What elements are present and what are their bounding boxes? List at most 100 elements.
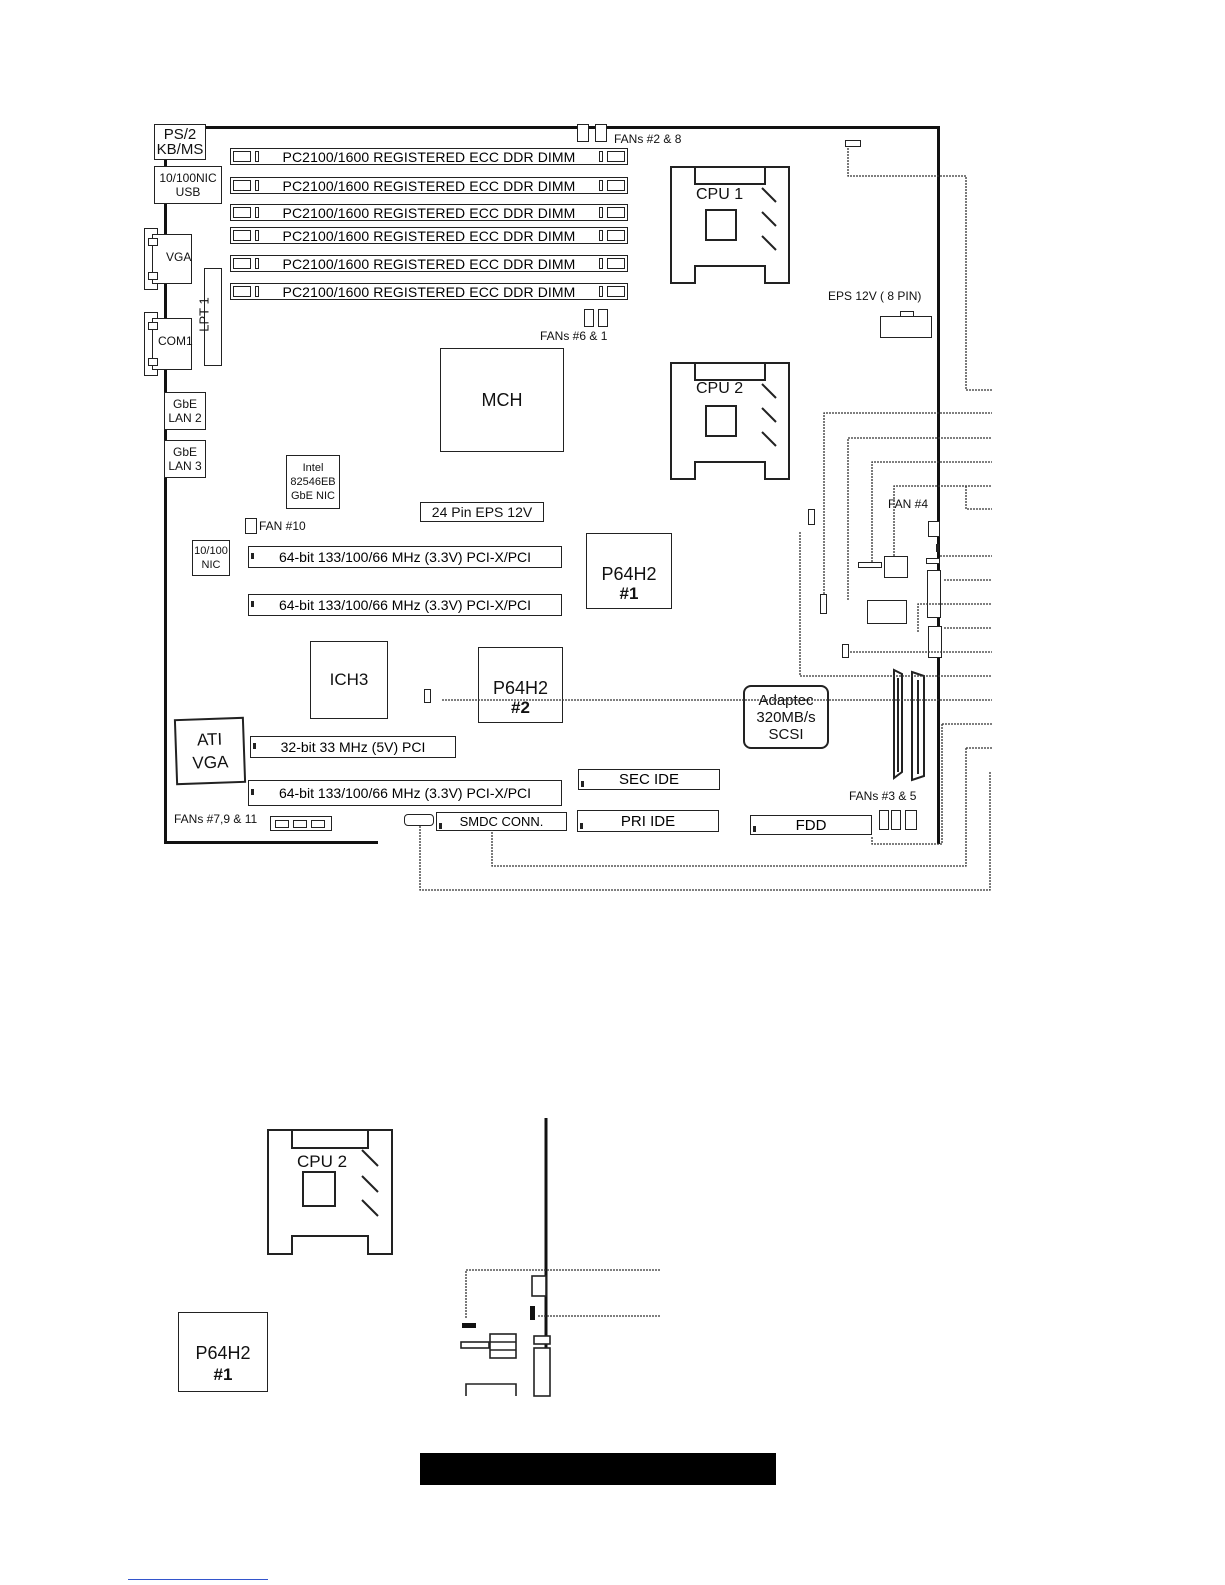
p64h2-1-chip: P64H2 #1	[586, 533, 672, 609]
vga-port-label: VGA	[166, 250, 192, 264]
intel-82546eb-nic: Intel 82546EB GbE NIC	[286, 455, 340, 509]
pcix-slot-label: 64-bit 133/100/66 MHz (3.3V) PCI-X/PCI	[278, 597, 532, 613]
dimm-slot-2: PC2100/1600 REGISTERED ECC DDR DIMM	[230, 177, 628, 194]
fan4-pin	[936, 544, 939, 552]
pcix-slot-label: 64-bit 133/100/66 MHz (3.3V) PCI-X/PCI	[278, 549, 532, 565]
smdc-label: SMDC CONN.	[459, 814, 544, 829]
top-right-header	[845, 140, 861, 147]
pcix-slot-1: 64-bit 133/100/66 MHz (3.3V) PCI-X/PCI	[248, 546, 562, 568]
cpu1-label: CPU 1	[696, 186, 744, 203]
small-jumper-1	[808, 509, 815, 525]
fan3-header	[879, 810, 889, 830]
fdd-connector: FDD	[750, 815, 872, 835]
footer-rule	[128, 1579, 268, 1580]
fan1-header	[598, 309, 608, 327]
gbe-lan3-port: GbE LAN 3	[164, 440, 206, 478]
small-jumper-3	[842, 644, 849, 658]
pci32-slot: 32-bit 33 MHz (5V) PCI	[250, 736, 456, 758]
eps-8pin-label: EPS 12V ( 8 PIN)	[828, 289, 922, 303]
lpt1-port: LPT 1	[197, 268, 222, 366]
ich3-chip: ICH3	[310, 641, 388, 719]
jumper-near-p64h2-2	[424, 689, 431, 703]
detail-leader-lines	[465, 1269, 660, 1318]
nic-10-100-chip: 10/100 NIC	[192, 540, 230, 576]
small-header-right	[926, 558, 940, 564]
pri-ide-connector: PRI IDE	[577, 810, 719, 832]
vertical-header	[927, 570, 941, 618]
cpu2-label: CPU 2	[696, 380, 744, 397]
detail-dark-marks	[462, 1306, 535, 1328]
fan4-header	[928, 521, 940, 537]
detail-cpu2-socket	[267, 1129, 393, 1255]
dimm-label: PC2100/1600 REGISTERED ECC DDR DIMM	[282, 148, 576, 165]
sec-ide-label: SEC IDE	[618, 771, 679, 788]
p64h2-2-name: P64H2	[492, 678, 549, 698]
smdc-connector: SMDC CONN.	[436, 812, 567, 831]
cpu1-socket: CPU 1	[670, 166, 790, 284]
pci32-slot-label: 32-bit 33 MHz (5V) PCI	[280, 739, 426, 755]
motherboard-bottom-edge	[164, 841, 378, 844]
scsi-connectors	[893, 668, 925, 782]
dimm-slot-5: PC2100/1600 REGISTERED ECC DDR DIMM	[230, 255, 628, 272]
pri-ide-label: PRI IDE	[620, 812, 676, 830]
dimm-slot-6: PC2100/1600 REGISTERED ECC DDR DIMM	[230, 283, 628, 300]
detail-components	[460, 1275, 551, 1397]
dual-vertical-header	[928, 626, 942, 658]
vga-port: VGA	[144, 228, 196, 290]
fans-2-8-label: FANs #2 & 8	[614, 132, 682, 146]
com1-port-label: COM1	[158, 334, 193, 348]
detail-p64h2-name: P64H2	[195, 1343, 251, 1363]
battery-chip	[867, 600, 907, 624]
cpu2-socket-shape	[670, 362, 790, 480]
detail-p64h2-number: #1	[213, 1365, 233, 1384]
fans-7-9-11-headers	[270, 816, 332, 831]
fan4-label: FAN #4	[888, 497, 929, 511]
dimm-label: PC2100/1600 REGISTERED ECC DDR DIMM	[282, 204, 576, 221]
fan10-label: FAN #10	[259, 519, 306, 533]
p64h2-2-chip: P64H2 #2	[478, 647, 563, 723]
dimm-slot-1: PC2100/1600 REGISTERED ECC DDR DIMM	[230, 148, 628, 165]
eps-8pin-latch	[900, 311, 914, 317]
fans-6-1-label: FANs #6 & 1	[540, 329, 608, 343]
detail-cpu2-label: CPU 2	[297, 1152, 348, 1171]
ps2-kb-ms-port: PS/2 KB/MS	[154, 124, 206, 160]
dimm-slot-4: PC2100/1600 REGISTERED ECC DDR DIMM	[230, 227, 628, 244]
dimm-label: PC2100/1600 REGISTERED ECC DDR DIMM	[282, 283, 576, 300]
p64h2-1-name: P64H2	[601, 564, 657, 584]
dimm-slot-3: PC2100/1600 REGISTERED ECC DDR DIMM	[230, 204, 628, 221]
adaptec-scsi-chip: Adaptec 320MB/s SCSI	[743, 685, 829, 749]
fan5a-header	[891, 810, 901, 830]
mch-chip: MCH	[440, 348, 564, 452]
com1-port: COM1	[144, 312, 196, 376]
p64h2-1-number: #1	[619, 584, 639, 603]
pcix-slot-2: 64-bit 133/100/66 MHz (3.3V) PCI-X/PCI	[248, 594, 562, 616]
gbe-lan2-port: GbE LAN 2	[164, 392, 206, 430]
dimm-label: PC2100/1600 REGISTERED ECC DDR DIMM	[282, 227, 576, 244]
fan2-header	[577, 124, 589, 142]
jumper-single	[858, 562, 882, 568]
cpu1-socket-shape	[670, 166, 790, 284]
dimm-label: PC2100/1600 REGISTERED ECC DDR DIMM	[282, 255, 576, 272]
fan10-header	[245, 518, 257, 534]
detail-p64h2-chip: P64H2 #1	[178, 1312, 268, 1392]
fdd-label: FDD	[795, 816, 827, 834]
fan8-header	[595, 124, 607, 142]
fans-7-9-11-label: FANs #7,9 & 11	[174, 812, 258, 826]
fan6-header	[584, 309, 594, 327]
pcix-slot-label: 64-bit 133/100/66 MHz (3.3V) PCI-X/PCI	[278, 785, 532, 801]
dimm-label: PC2100/1600 REGISTERED ECC DDR DIMM	[282, 177, 576, 194]
pcix-slot-3: 64-bit 133/100/66 MHz (3.3V) PCI-X/PCI	[248, 780, 562, 806]
cpu2-socket: CPU 2	[670, 362, 790, 480]
sec-ide-connector: SEC IDE	[578, 769, 720, 790]
smdc-side-header	[404, 814, 434, 826]
fans-3-5-label: FANs #3 & 5	[849, 789, 917, 803]
small-jumper-2	[820, 594, 827, 614]
nic-usb-port: 10/100NIC USB	[154, 166, 222, 204]
p64h2-2-number: #2	[511, 698, 530, 717]
fan5b-header	[905, 810, 917, 830]
callout-leader-lines	[419, 148, 992, 891]
black-caption-bar	[420, 1453, 776, 1485]
eps-24pin-connector: 24 Pin EPS 12V	[420, 502, 544, 522]
jumper-block	[884, 556, 908, 578]
